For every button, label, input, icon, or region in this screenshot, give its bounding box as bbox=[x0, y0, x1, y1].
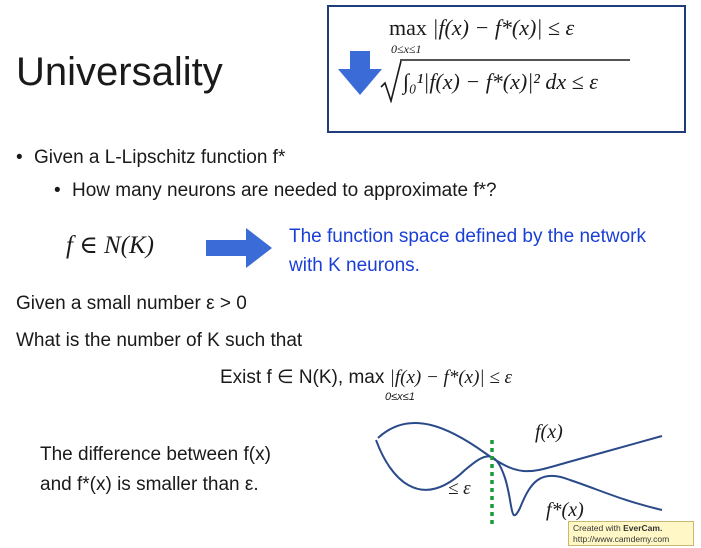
epsilon-label: ≤ ε bbox=[448, 478, 471, 499]
given-epsilon-line: Given a small number ε > 0 bbox=[16, 293, 247, 314]
bullet-lipschitz: • Given a L-Lipschitz function f* bbox=[16, 147, 285, 169]
down-arrow-icon bbox=[338, 51, 382, 95]
exist-subscript: 0≤x≤1 bbox=[385, 391, 415, 403]
function-membership: f ∈ N(K) bbox=[66, 232, 154, 259]
existence-condition: Exist f ∈ N(K), max |f(x) − f*(x)| ≤ ε 0… bbox=[220, 366, 513, 403]
right-arrow-icon bbox=[206, 228, 272, 268]
sqrt-bar bbox=[400, 59, 630, 61]
max-operator: max bbox=[389, 15, 427, 40]
exist-prefix: Exist f ∈ N(K), max bbox=[220, 367, 385, 388]
sqrt-icon bbox=[380, 60, 402, 103]
difference-line-2: and f*(x) is smaller than ε. bbox=[40, 474, 259, 495]
f-curve bbox=[377, 422, 663, 473]
difference-line-1: The difference between f(x) bbox=[40, 444, 271, 465]
watermark-brand: EverCam. bbox=[623, 523, 663, 533]
watermark-prefix: Created with bbox=[573, 523, 624, 533]
bullet-text: Given a L-Lipschitz function f* bbox=[34, 147, 286, 168]
integral-norm-formula: ∫₀¹|f(x) − f*(x)|² dx ≤ ε bbox=[380, 59, 630, 103]
fstar-curve-label: f*(x) bbox=[546, 499, 584, 521]
bullet-dot-icon: • bbox=[16, 147, 23, 168]
fstar-curve bbox=[375, 439, 663, 517]
bullet-neurons: • How many neurons are needed to approxim… bbox=[54, 180, 497, 202]
function-space-description: The function space defined by the networ… bbox=[289, 226, 647, 276]
bullet-text: How many neurons are needed to approxima… bbox=[72, 180, 497, 201]
max-norm-formula: max |f(x) − f*(x)| ≤ ε 0≤x≤1 bbox=[389, 15, 575, 56]
f-curve-label: f(x) bbox=[535, 421, 563, 443]
evercam-watermark: Created with EverCam. http://www.camdemy… bbox=[568, 521, 694, 546]
number-of-k-line: What is the number of K such that bbox=[16, 330, 303, 351]
max-expression: |f(x) − f*(x)| ≤ ε bbox=[432, 15, 575, 40]
max-subscript: 0≤x≤1 bbox=[391, 42, 422, 56]
approximation-plot: f(x) ≤ ε f*(x) bbox=[375, 421, 663, 526]
watermark-url: http://www.camdemy.com bbox=[573, 534, 670, 544]
bullet-dot-icon: • bbox=[54, 180, 61, 201]
formula-box: max |f(x) − f*(x)| ≤ ε 0≤x≤1 ∫₀¹|f(x) − … bbox=[327, 5, 686, 133]
integral-expression: ∫₀¹|f(x) − f*(x)|² dx ≤ ε bbox=[403, 69, 598, 94]
exist-expression: |f(x) − f*(x)| ≤ ε bbox=[389, 367, 513, 388]
slide-title: Universality bbox=[16, 50, 223, 94]
